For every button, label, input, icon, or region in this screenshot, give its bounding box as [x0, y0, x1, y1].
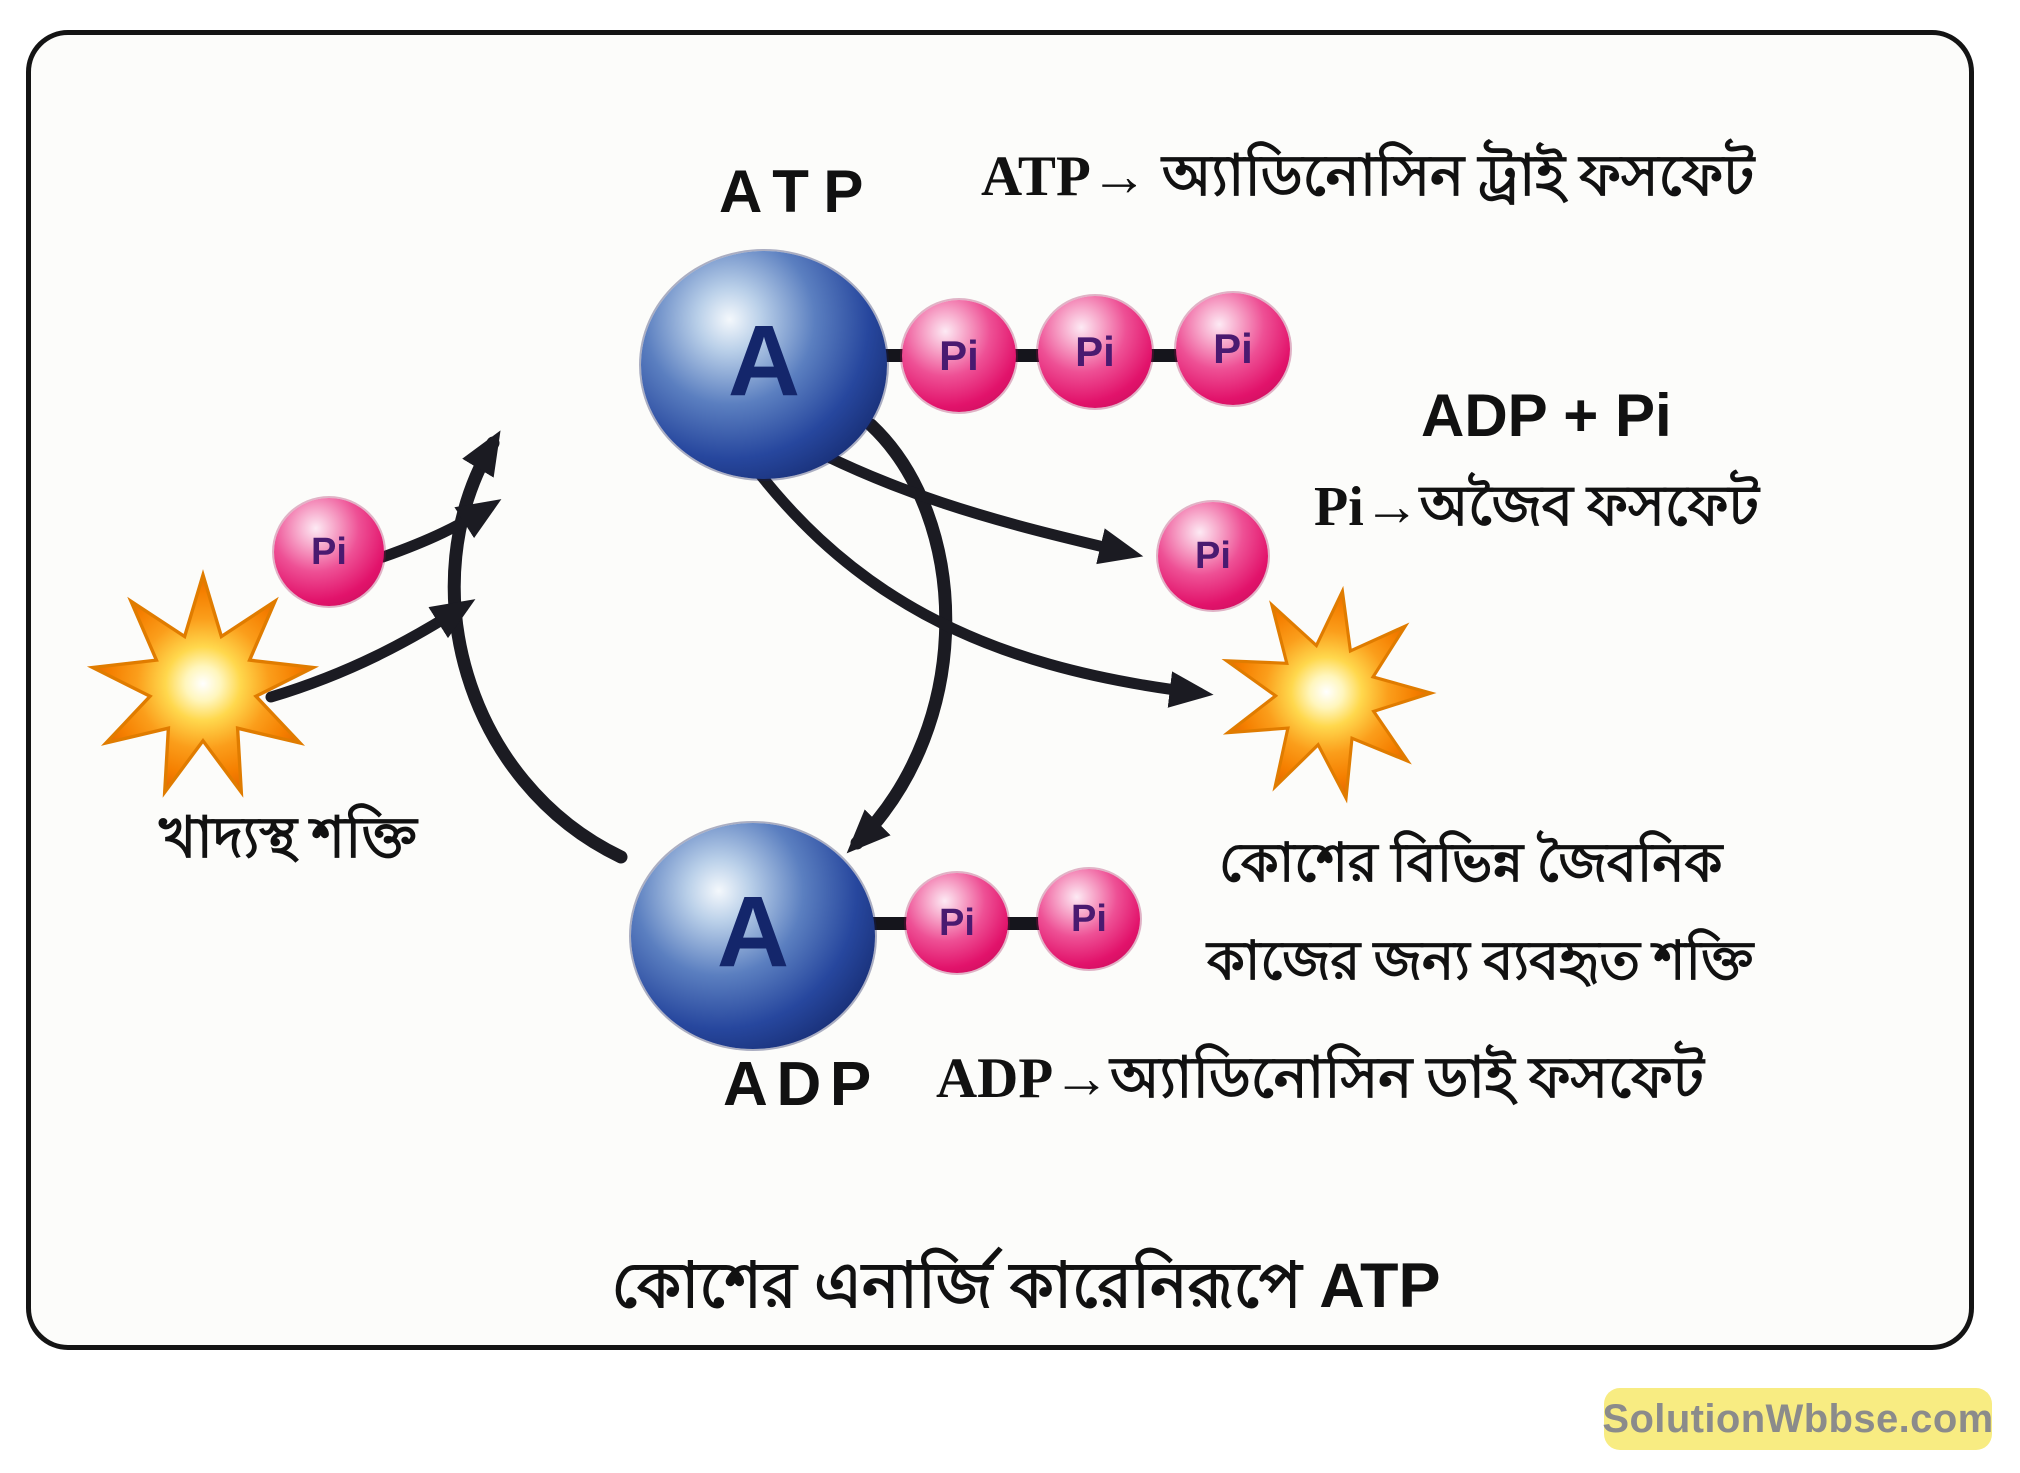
adenosine-sphere-adp: A	[631, 823, 875, 1049]
phosphate-sphere-atp-3: Pi	[1176, 293, 1290, 405]
usage-text-line2: কাজের জন্য ব্যবহৃত শক্তি	[1207, 931, 1754, 991]
phosphate-label: Pi	[1213, 325, 1253, 372]
free-phosphate-right: Pi	[1158, 502, 1268, 610]
energy-input-arrow-burst	[265, 599, 476, 703]
watermark-badge: SolutionWbbse.com	[1602, 1388, 1994, 1450]
adenosine-label: A	[727, 304, 801, 417]
usage-text-line1: কোশের বিভিন্ন জৈবনিক	[1219, 833, 1723, 893]
adp-plus-pi-text: ADP + Pi	[1421, 382, 1672, 449]
atp-definition-text: ATP→ অ্যাডিনোসিন ট্রাই ফসফেট	[981, 145, 1755, 208]
recharge-arc-arrow	[447, 430, 628, 864]
phosphate-label: Pi	[1195, 534, 1231, 577]
atp-heading: ATP	[719, 158, 878, 225]
food-energy-label: খাদ্যস্থ শক্তি	[159, 807, 417, 870]
pi-definition-text: Pi→অজৈব ফসফেট	[1314, 476, 1759, 538]
diagram-caption: কোশের এনার্জি কারেনিরূপে ATP	[611, 1251, 1441, 1321]
phosphate-sphere-adp-2: Pi	[1038, 869, 1140, 969]
watermark-text: SolutionWbbse.com	[1602, 1396, 1994, 1441]
phosphate-sphere-adp-1: Pi	[906, 873, 1008, 973]
adp-definition-text: ADP→অ্যাডিনোসিন ডাই ফসফেট	[936, 1047, 1704, 1110]
phosphate-sphere-atp-2: Pi	[1038, 296, 1152, 408]
energy-burst-right-icon	[1221, 585, 1437, 804]
energy-input-arrow-pi	[377, 499, 502, 563]
adenosine-label: A	[716, 875, 790, 988]
adp-heading: ADP	[723, 1050, 880, 1119]
phosphate-label: Pi	[311, 530, 347, 573]
phosphate-label: Pi	[1071, 897, 1107, 940]
energy-release-arrow	[725, 429, 1214, 708]
energy-burst-left-icon	[86, 569, 320, 798]
discharge-arc-arrow	[846, 418, 953, 854]
phosphate-sphere-atp-1: Pi	[902, 300, 1016, 412]
phosphate-label: Pi	[1075, 328, 1115, 375]
diagram-panel: ATP ATP→ অ্যাডিনোসিন ট্রাই ফসফেট ADP + P…	[26, 30, 1974, 1350]
phosphate-label: Pi	[939, 332, 979, 379]
adenosine-sphere-atp: A	[641, 251, 887, 479]
free-phosphate-left: Pi	[274, 498, 384, 606]
phosphate-label: Pi	[939, 901, 975, 944]
